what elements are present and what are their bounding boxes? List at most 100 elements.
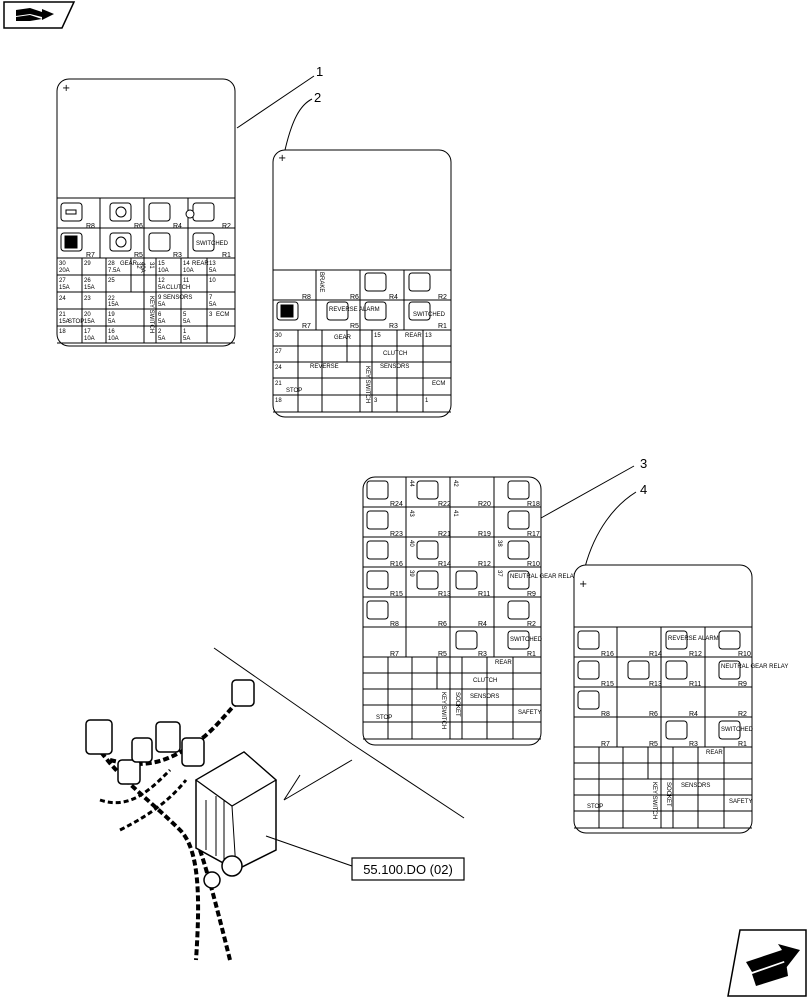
callout-2: 2: [314, 90, 321, 105]
decal-3-relay-r6: R6: [438, 621, 447, 628]
decal-2-fuse-13: 13: [425, 333, 432, 339]
decal-3-safety: SAFETY: [518, 710, 541, 716]
decal-1-plus: +: [62, 83, 70, 94]
decal-1-fuse-29: 29: [84, 261, 91, 267]
decal-1-fuse-17: 17: [84, 329, 91, 335]
decal-1-fuse-16: 16: [108, 329, 115, 335]
decal-1-fuse-11: 11: [183, 278, 190, 284]
decal-1-fuse-13: 13: [209, 261, 216, 267]
decal-2-gear: GEAR: [334, 335, 352, 341]
decal-2-fuse-18: 18: [275, 398, 282, 404]
decal-2-relay-r8: R8: [302, 294, 311, 301]
decal-4-switched: SWITCHED: [721, 727, 754, 733]
reference-link[interactable]: 55.100.DO (02): [265, 835, 465, 881]
decal-1-fuse-21: 21: [59, 312, 66, 318]
next-page-arrow-icon[interactable]: [727, 929, 807, 997]
fuse-decal-1: [56, 78, 236, 347]
decal-1-clutch: CLUTCH: [166, 285, 190, 291]
decal-1-fuse-2-amp: 5A: [183, 336, 190, 342]
decal-1-relay-r3: R3: [173, 252, 182, 259]
decal-2-relay-r4: R4: [389, 294, 398, 301]
decal-3-relay-r1: R1: [527, 651, 536, 658]
decal-1-fuse-19: 19: [108, 312, 115, 318]
decal-3-relay-r11: R11: [478, 591, 490, 598]
decal-2-switched: SWITCHED: [413, 312, 446, 318]
decal-4-relay-r12: R12: [689, 651, 702, 658]
decal-3-relay-r22: R22: [438, 501, 451, 508]
decal-2-relay-r2: R2: [438, 294, 447, 301]
decal-1-stop: STOP: [68, 319, 84, 325]
decal-2-fuse-15: 15: [374, 333, 381, 339]
decal-1-fuse-3: 2: [158, 329, 162, 335]
decal-1-fuse-31: 31: [148, 262, 154, 269]
reference-label[interactable]: 55.100.DO (02): [363, 862, 453, 877]
decal-1-fuse-3-amp: 5A: [158, 336, 165, 342]
decal-2-relay-r5: R5: [350, 323, 359, 330]
decal-1-fuse-26: 26: [84, 278, 91, 284]
decal-1-fuse-12: 12: [158, 278, 165, 284]
decal-1-fuse-28-amp: 7.5A: [108, 268, 120, 274]
decal-1-relay-r2: R2: [222, 223, 231, 230]
decal-1-fuse-22-amp: 15A: [108, 302, 119, 308]
decal-1-fuse-20-amp: 15A: [84, 319, 95, 325]
decal-4-sensors: SENSORS: [681, 783, 710, 789]
decal-4-relay-r9: R9: [738, 681, 747, 688]
decal-3-relay-r20: R20: [478, 501, 491, 508]
decal-3-relay-r12: R12: [478, 561, 491, 568]
decal-4-key-switch: KEY SWITCH: [651, 782, 657, 819]
decal-1-fuse-5-amp: 5A: [183, 319, 190, 325]
decal-2-reverse-alarm: REVERSE ALARM: [329, 307, 380, 313]
decal-1-fuse-18: 18: [59, 329, 66, 335]
decal-1-fuse-7-amp: 5A: [209, 302, 216, 308]
decal-1-fuse-5: 5: [183, 312, 187, 318]
decal-4-relay-r5: R5: [649, 741, 658, 748]
decal-3-relay-r23: R23: [390, 531, 403, 538]
decal-3-key-switch: KEY SWITCH: [440, 692, 446, 729]
decal-1-fuse-6: 6: [158, 312, 162, 318]
decal-3-relay-r4: R4: [478, 621, 487, 628]
decal-2-fuse-1: 1: [425, 398, 429, 404]
decal-1-fuse-32: 32: [135, 262, 141, 269]
callout-4: 4: [640, 482, 647, 497]
decal-1-fuse-24: 24: [59, 296, 66, 302]
decal-1-relay-r4: R4: [173, 223, 182, 230]
decal-1-gear: GEAR: [120, 261, 138, 267]
decal-3-side-40: 40: [408, 540, 414, 547]
decal-1-fuse-15-amp: 10A: [158, 268, 169, 274]
callout-leaders: [236, 75, 637, 568]
decal-3-side-41: 41: [452, 510, 458, 517]
decal-3-relay-icons: [366, 480, 530, 650]
decal-4-relay-r14: R14: [649, 651, 662, 658]
decal-4-relay-r6: R6: [649, 711, 658, 718]
decal-1-fuse-26-amp: 15A: [84, 285, 95, 291]
decal-2-reverse: REVERSE: [310, 364, 339, 370]
decal-1-relay-r6: R6: [134, 223, 143, 230]
decal-1-fuse-12-amp: 5A: [158, 285, 165, 291]
book-arrow-icon[interactable]: [3, 1, 76, 29]
decal-2-stop: STOP: [286, 388, 302, 394]
decal-1-fuse-27-amp: 15A: [59, 285, 70, 291]
decal-3-neutral-gear-relay: NEUTRAL GEAR RELAY: [510, 574, 577, 580]
decal-2-fuse-24: 24: [275, 365, 282, 371]
decal-4-relay-icons: [577, 630, 741, 740]
decal-3-relay-r24: R24: [390, 501, 403, 508]
decal-4-relay-r11: R11: [689, 681, 701, 688]
decal-3-relay-r19: R19: [478, 531, 491, 538]
decal-3-relay-r3: R3: [478, 651, 487, 658]
decal-1-fuse-7: 7: [209, 295, 213, 301]
decal-3-side-38: 38: [496, 540, 502, 547]
decal-4-relay-r3: R3: [689, 741, 698, 748]
decal-1-fuse-2: 1: [183, 329, 187, 335]
decal-2-relay-r6: R6: [350, 294, 359, 301]
decal-2-rear: REAR: [405, 333, 422, 339]
decal-1-fuse-20: 20: [84, 312, 91, 318]
decal-3-relay-r13: R13: [438, 591, 451, 598]
decal-3-relay-r16: R16: [390, 561, 403, 568]
decal-3-relay-r18: R18: [527, 501, 540, 508]
decal-3-side-44: 44: [408, 480, 414, 487]
decal-3-side-39: 39: [408, 570, 414, 577]
decal-2-fuse-21: 21: [275, 381, 282, 387]
decal-1-fuse-23: 23: [84, 296, 91, 302]
decal-1-fuse-15: 15: [158, 261, 165, 267]
